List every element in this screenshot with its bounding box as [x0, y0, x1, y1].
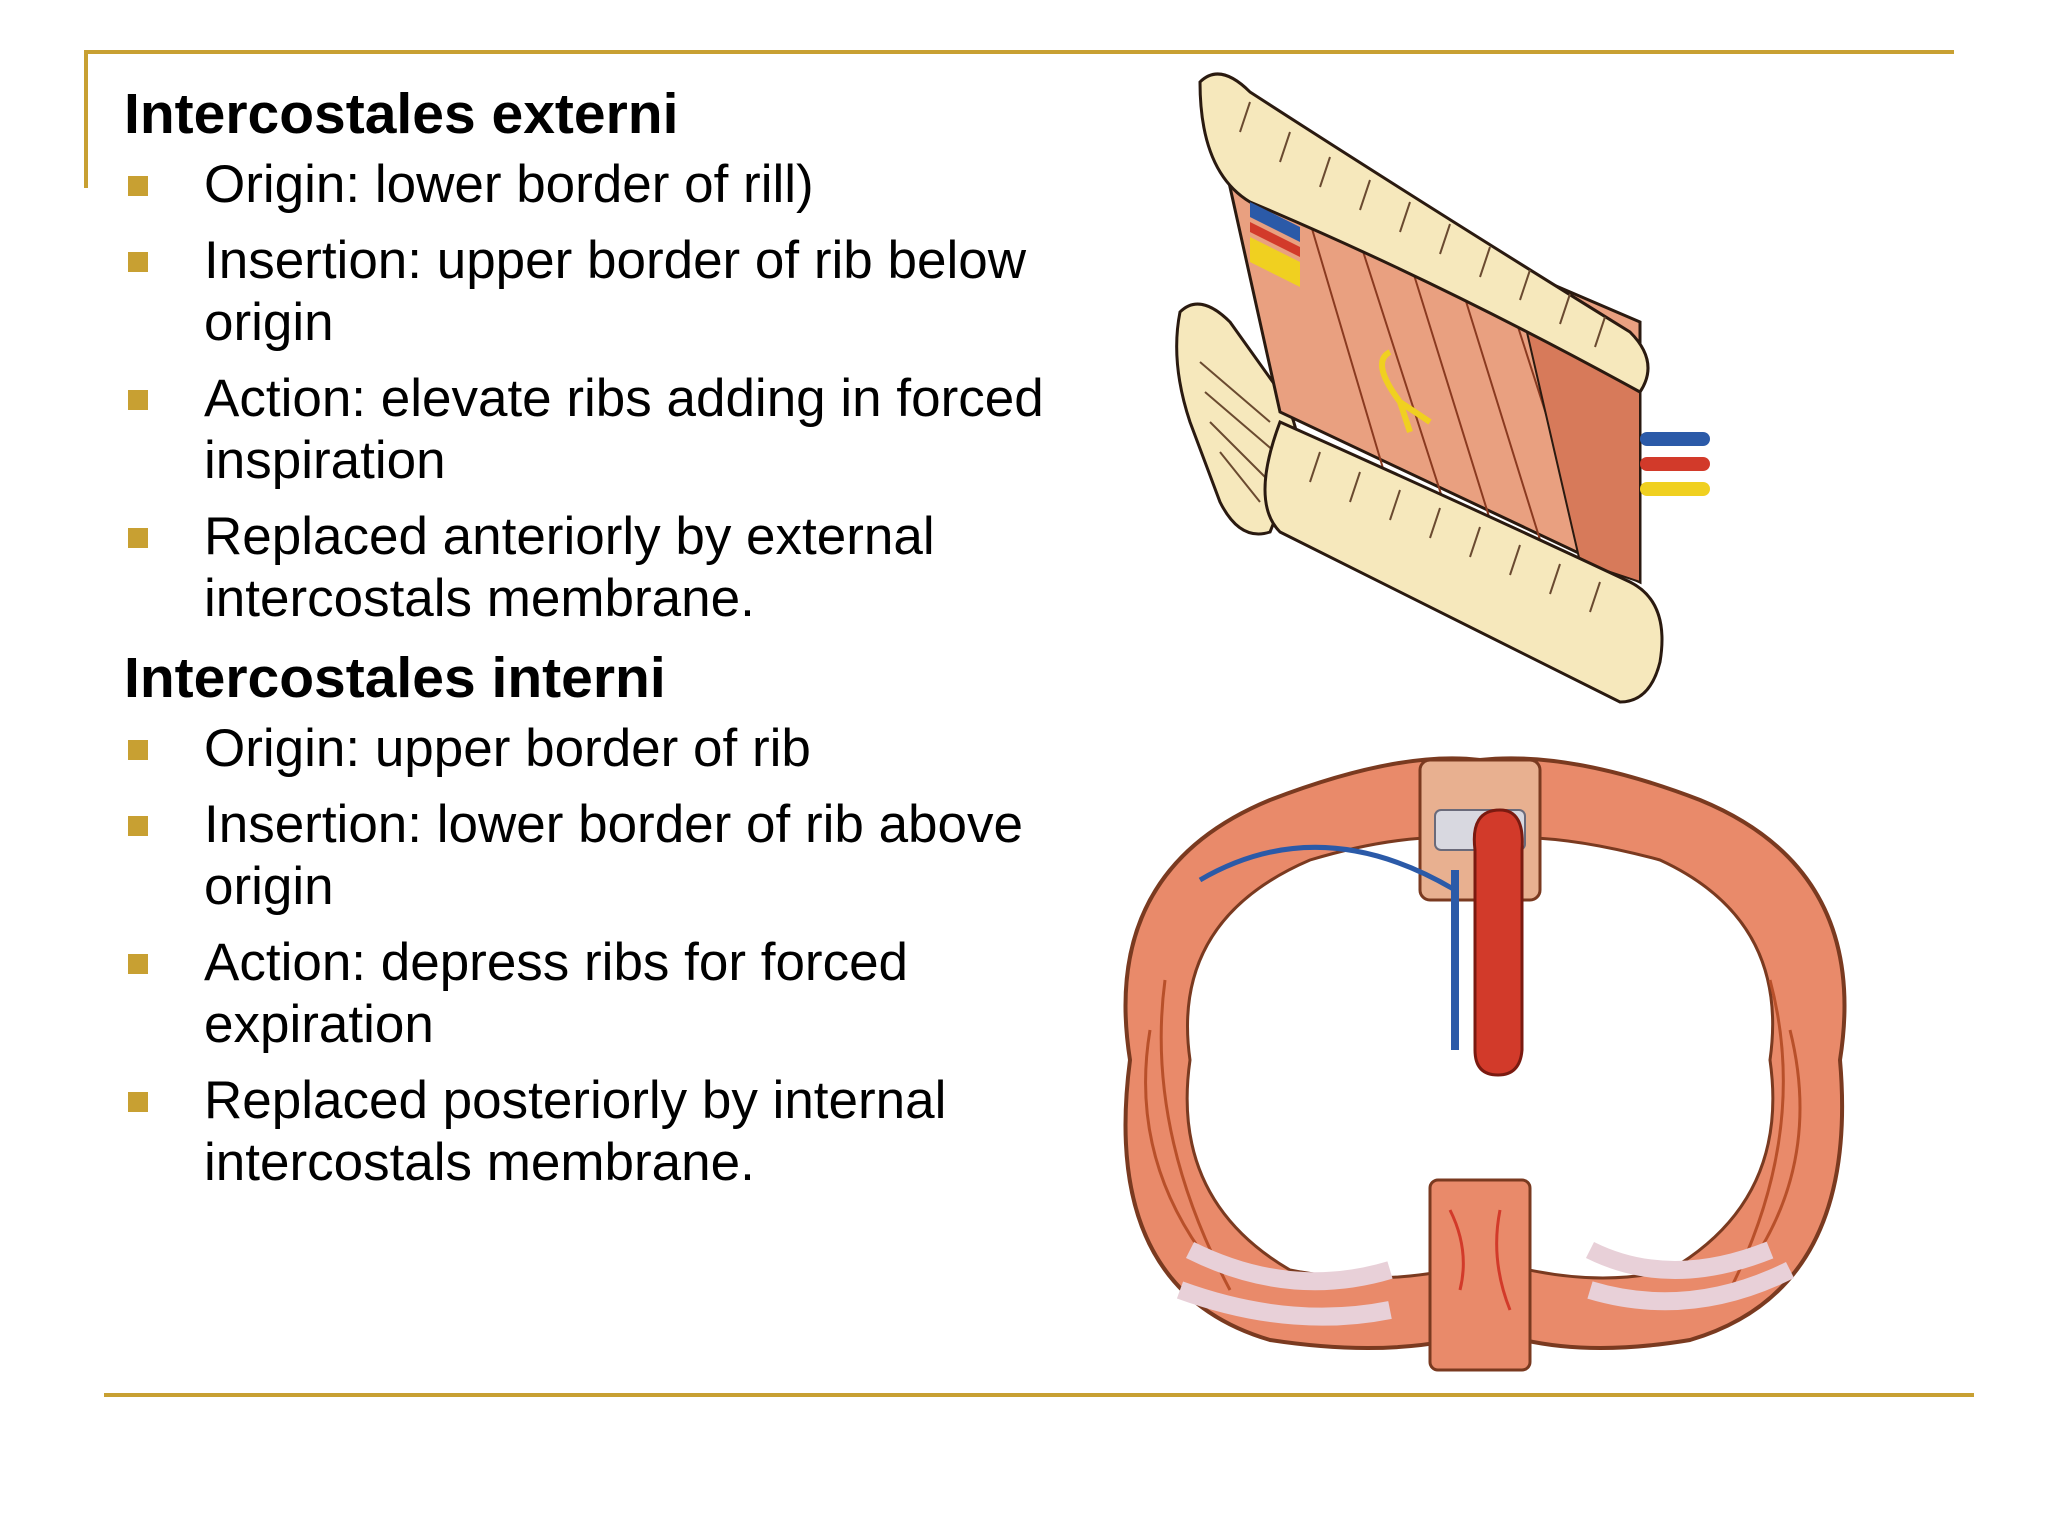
- nerve-strip-shape: [1250, 237, 1300, 287]
- internal-thoracic-vessels-shape: [1448, 1209, 1512, 1311]
- list-item: Insertion: upper border of rib below ori…: [124, 230, 1064, 354]
- list-item: Action: depress ribs for forced expirati…: [124, 932, 1064, 1056]
- bullet-text: Origin: lower border of rill): [204, 155, 814, 214]
- section-heading-externi: Intercostales externi: [124, 82, 679, 146]
- vein-strip-shape: [1250, 202, 1300, 242]
- bullet-text: Action: elevate ribs adding in forced in…: [204, 369, 1044, 490]
- upper-rib-texture: [1239, 101, 1606, 348]
- artery-strip-shape: [1250, 222, 1300, 257]
- list-item: Origin: upper border of rib: [124, 718, 1064, 780]
- square-bullet-icon: [128, 954, 148, 974]
- sternum-shape: [1428, 1178, 1532, 1372]
- anterior-membrane-left: [1176, 1241, 1393, 1326]
- lower-rib-texture: [1309, 451, 1601, 613]
- bullet-text: Action: depress ribs for forced expirati…: [204, 933, 909, 1054]
- square-bullet-icon: [128, 252, 148, 272]
- list-item: Replaced anteriorly by external intercos…: [124, 506, 1064, 630]
- square-bullet-icon: [128, 176, 148, 196]
- bullet-list-interni: Origin: upper border of rib Insertion: l…: [124, 718, 1064, 1194]
- square-bullet-icon: [128, 1092, 148, 1112]
- list-item: Action: elevate ribs adding in forced in…: [124, 368, 1064, 492]
- square-bullet-icon: [128, 390, 148, 410]
- bullet-text: Insertion: upper border of rib below ori…: [204, 231, 1026, 352]
- text-column: Intercostales externi Origin: lower bord…: [124, 80, 1064, 1208]
- lower-rib-shape: [1263, 419, 1664, 704]
- square-bullet-icon: [128, 740, 148, 760]
- bullet-text: Replaced anteriorly by external intercos…: [204, 507, 935, 628]
- left-rule: [84, 50, 88, 188]
- list-item: Replaced posteriorly by internal interco…: [124, 1070, 1064, 1194]
- bullet-text: Insertion: lower border of rib above ori…: [204, 795, 1023, 916]
- thoracic-wall-illustration: [1123, 756, 1847, 1372]
- posterior-intercostal-vein-shape: [1198, 844, 1457, 893]
- anterior-membrane-right: [1585, 1241, 1795, 1311]
- muscle-fiber-lines: [1309, 221, 1601, 583]
- wall-striations: [1144, 979, 1802, 1291]
- intercostal-space-illustration: [1175, 72, 1710, 704]
- list-item: Insertion: lower border of rib above ori…: [124, 794, 1064, 918]
- nerve-branch-shape: [1379, 349, 1432, 433]
- top-rule: [84, 50, 1954, 54]
- upper-rib-shape: [1198, 72, 1650, 394]
- section-heading-interni: Intercostales interni: [124, 646, 666, 710]
- bottom-rule: [104, 1393, 1974, 1397]
- bullet-text: Origin: upper border of rib: [204, 719, 811, 778]
- nerve-end-shape: [1640, 482, 1710, 496]
- square-bullet-icon: [128, 816, 148, 836]
- square-bullet-icon: [128, 528, 148, 548]
- artery-end-shape: [1640, 457, 1710, 471]
- aorta-shape: [1472, 808, 1524, 1077]
- list-item: Origin: lower border of rill): [124, 154, 1064, 216]
- bullet-text: Replaced posteriorly by internal interco…: [204, 1071, 947, 1192]
- vein-end-shape: [1640, 432, 1710, 446]
- cut-rib-hatching: [1199, 361, 1276, 503]
- bullet-list-externi: Origin: lower border of rill) Insertion:…: [124, 154, 1064, 630]
